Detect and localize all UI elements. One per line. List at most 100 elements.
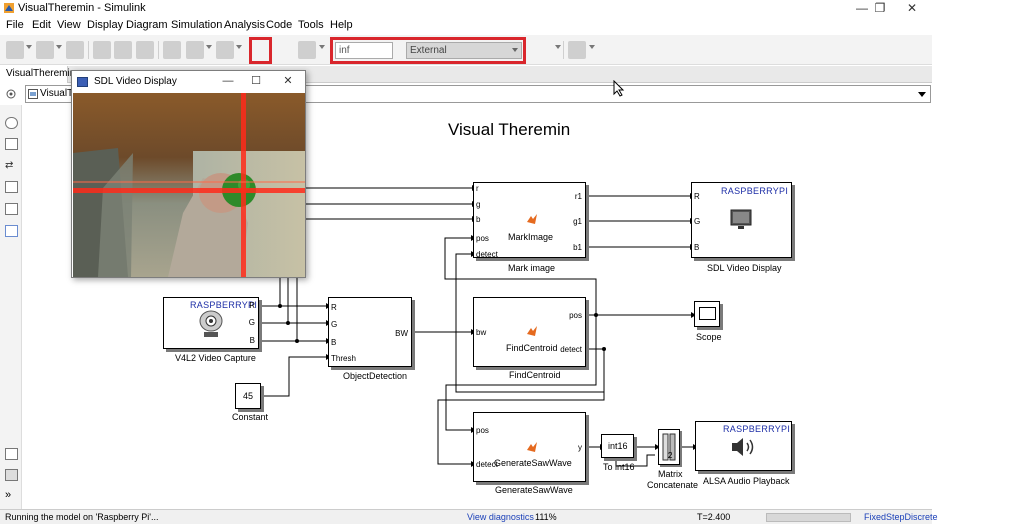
port-R: R — [694, 192, 700, 201]
back-arrow-icon[interactable] — [93, 41, 111, 59]
area-icon[interactable] — [5, 225, 18, 237]
sdl-title-bar[interactable]: SDL Video Display — ☐ ✕ — [72, 71, 305, 93]
scope-label: Scope — [696, 332, 722, 342]
sdl-close-button[interactable]: ✕ — [283, 75, 293, 87]
matrix-concatenate-block[interactable]: 2 — [658, 429, 680, 465]
alsa-audio-playback-block[interactable]: RASPBERRYPI — [695, 421, 792, 471]
menu-help[interactable]: Help — [330, 19, 353, 31]
to-int16-label: To int16 — [603, 462, 635, 472]
toolbar: inf External — [0, 35, 932, 94]
explorer-dropdown-icon[interactable] — [236, 45, 242, 49]
mark-image-block[interactable]: r g b pos detect r1 g1 b1 MarkImage — [473, 182, 586, 259]
port-detect: detect — [476, 460, 498, 469]
hide-browser-icon[interactable] — [6, 89, 16, 99]
zoom-level: 111% — [535, 512, 557, 522]
expand-icon[interactable]: » — [5, 489, 12, 501]
forward-arrow-icon[interactable] — [114, 41, 132, 59]
to-int16-block[interactable]: int16 — [601, 434, 634, 458]
settings-dropdown-icon[interactable] — [206, 45, 212, 49]
menu-simulation[interactable]: Simulation — [171, 19, 223, 31]
menu-code[interactable]: Code — [266, 19, 293, 31]
block-name: GenerateSawWave — [494, 458, 572, 468]
sdl-maximize-button[interactable]: ☐ — [251, 75, 261, 87]
open-folder-icon[interactable] — [36, 41, 54, 59]
port-B: B — [694, 243, 700, 252]
library-browser-icon[interactable] — [163, 41, 181, 59]
model-title-annotation: Visual Theremin — [448, 120, 571, 139]
mouse-cursor-icon — [613, 80, 625, 97]
menu-diagram[interactable]: Diagram — [126, 19, 168, 31]
sdl-window-title: SDL Video Display — [94, 76, 177, 87]
arrow-connect-icon[interactable]: ⇄ — [5, 160, 14, 171]
build-dropdown-icon[interactable] — [589, 45, 595, 49]
zoom-icon[interactable] — [5, 117, 18, 129]
menu-bar: File Edit View Display Diagram Simulatio… — [0, 17, 932, 35]
model-explorer-icon[interactable] — [216, 41, 234, 59]
menu-file[interactable]: File — [6, 19, 24, 31]
toolbar-separator — [88, 41, 89, 59]
scope-screen-icon — [699, 307, 716, 320]
constant-block[interactable]: 45 — [235, 383, 261, 409]
toolbar-separator — [158, 41, 159, 59]
stop-time-input[interactable]: inf — [335, 42, 393, 59]
object-detection-block[interactable]: R G B Thresh BW — [328, 297, 412, 367]
menu-view[interactable]: View — [57, 19, 81, 31]
scope-block[interactable] — [694, 301, 720, 327]
open-dropdown-icon[interactable] — [56, 45, 62, 49]
menu-analysis[interactable]: Analysis — [224, 19, 265, 31]
report-icon[interactable] — [5, 469, 18, 481]
maximize-button[interactable]: ❐ — [874, 1, 886, 15]
fit-to-view-icon[interactable] — [5, 138, 18, 150]
alsa-audio-playback-label: ALSA Audio Playback — [703, 476, 790, 486]
port-G: G — [694, 217, 701, 226]
matlab-function-icon — [527, 442, 537, 452]
rpi-badge: RASPBERRYPI — [723, 424, 791, 434]
model-browser-icon[interactable] — [5, 448, 18, 460]
port-b1: b1 — [573, 243, 582, 252]
chevron-down-icon[interactable] — [918, 92, 926, 97]
breadcrumb-path: VisualThe — [40, 88, 85, 99]
matlab-function-icon — [527, 326, 537, 336]
advisor-dropdown-icon[interactable] — [555, 45, 561, 49]
annotation-icon[interactable] — [5, 181, 18, 193]
port-R: R — [249, 301, 255, 310]
find-centroid-block[interactable]: bw pos detect FindCentroid — [473, 297, 586, 367]
up-arrow-icon[interactable] — [136, 41, 154, 59]
port-pos: pos — [476, 234, 489, 243]
signal-dropdown-icon[interactable] — [319, 45, 325, 49]
concat-icon — [662, 433, 676, 461]
save-icon[interactable] — [66, 41, 84, 59]
menu-tools[interactable]: Tools — [298, 19, 324, 31]
new-dropdown-icon[interactable] — [26, 45, 32, 49]
v4l2-video-capture-block[interactable]: RASPBERRYPI R G B — [163, 297, 259, 349]
close-button[interactable]: ✕ — [906, 1, 918, 15]
status-message: Running the model on 'Raspberry Pi'... — [5, 512, 159, 522]
concat-dim: 2 — [668, 451, 673, 460]
generate-saw-wave-block[interactable]: pos detect y GenerateSawWave — [473, 412, 586, 482]
scope-signal-icon[interactable] — [298, 41, 316, 59]
sdl-video-display-block[interactable]: RASPBERRYPI R G B — [691, 182, 792, 258]
tab-visualtheremin[interactable]: VisualTheremin — [0, 66, 75, 83]
image-icon[interactable] — [5, 203, 18, 215]
port-G: G — [248, 318, 255, 327]
sdl-minimize-button[interactable]: — — [222, 75, 234, 87]
port-B: B — [331, 338, 337, 347]
concatenate-label: Concatenate — [647, 480, 699, 490]
new-model-icon[interactable] — [6, 41, 24, 59]
block-name: FindCentroid — [506, 343, 558, 353]
port-thresh: Thresh — [331, 354, 356, 363]
view-diagnostics-link[interactable]: View diagnostics — [467, 512, 534, 522]
settings-gear-icon[interactable] — [186, 41, 204, 59]
menu-display[interactable]: Display — [87, 19, 124, 31]
matrix-label: Matrix — [658, 469, 683, 479]
solver-link[interactable]: FixedStepDiscrete — [864, 512, 938, 522]
menu-edit[interactable]: Edit — [32, 19, 51, 31]
object-detection-label: ObjectDetection — [343, 371, 408, 381]
minimize-button[interactable]: — — [856, 1, 868, 15]
build-grid-icon[interactable] — [568, 41, 586, 59]
port-R: R — [331, 303, 337, 312]
sdl-video-window[interactable]: SDL Video Display — ☐ ✕ — [71, 70, 306, 278]
title-bar: VisualTheremin - Simulink — ❐ ✕ — [0, 0, 932, 17]
model-icon — [28, 89, 38, 99]
simulation-mode-select[interactable]: External — [406, 42, 522, 59]
